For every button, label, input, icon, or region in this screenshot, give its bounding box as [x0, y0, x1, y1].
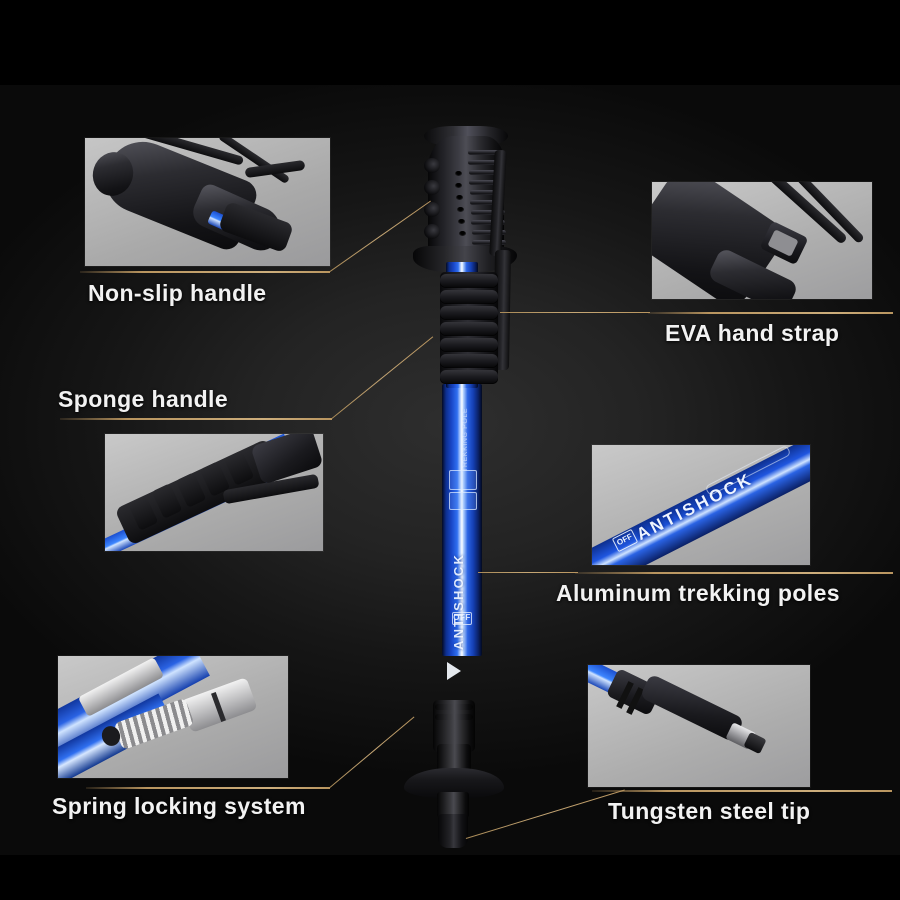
grip-ridge [468, 150, 502, 155]
grip-dimple [455, 183, 462, 188]
callout-rule-non-slip-handle [80, 271, 330, 273]
callout-rule-spring-locking-system [86, 787, 330, 789]
sponge-rib [440, 274, 498, 287]
bottom-letterbox-band [0, 855, 900, 900]
leader-line-aluminum-trekking-poles [478, 572, 578, 574]
grip-dimple [456, 195, 463, 200]
grip-ridge [469, 180, 503, 185]
caption-eva-hand-strap: EVA hand strap [665, 320, 840, 346]
sponge-rib [440, 338, 498, 351]
grip-ridge [468, 160, 502, 165]
callout-photo-aluminum-trekking-poles: ANTISHOCK OFF [592, 445, 810, 565]
callout-photo-eva-hand-strap [652, 182, 872, 299]
callout-rule-aluminum-trekking-poles [575, 572, 893, 574]
callout-rule-tungsten-steel-tip [592, 790, 892, 792]
caption-tungsten-steel-tip: Tungsten steel tip [608, 798, 811, 824]
grip-ridge [472, 230, 506, 235]
caption-non-slip-handle: Non-slip handle [88, 280, 267, 306]
caption-sponge-handle: Sponge handle [58, 386, 229, 412]
grip-dimple [458, 219, 465, 224]
shaft-fine-print: TREKKING POLE [462, 407, 469, 472]
grip-dimple [457, 207, 464, 212]
shaft-brand-text: ANTISHOCK [451, 552, 466, 650]
sponge-rib [440, 370, 498, 383]
grip-ridge [471, 220, 505, 225]
grip-dimple [455, 171, 462, 176]
caption-spring-locking-system: Spring locking system [52, 793, 306, 819]
grip-ridge [470, 200, 504, 205]
callout-rule-eva-hand-strap [648, 312, 893, 314]
shaft-direction-arrow-icon [447, 662, 461, 680]
callout-photo-tungsten-steel-tip [588, 665, 810, 787]
pole-shaft-upper [442, 384, 482, 656]
grip-finger-groove [424, 224, 440, 239]
joint-ring [435, 714, 473, 720]
leader-dot-tungsten-steel-tip [457, 833, 474, 844]
grip-finger-groove [424, 202, 440, 217]
callout-photo-sponge-handle [105, 434, 323, 551]
leader-dot-aluminum-trekking-poles [464, 567, 481, 578]
leader-line-eva-hand-strap [500, 312, 650, 314]
leader-dot-eva-hand-strap [487, 307, 504, 318]
shaft-sticker [449, 470, 477, 490]
grip-ridge [469, 170, 503, 175]
grip-dimple [459, 231, 466, 236]
leader-dot-spring-locking-system [408, 706, 425, 717]
leader-dot-non-slip-handle [423, 195, 440, 206]
shaft-sticker [449, 492, 477, 510]
caption-aluminum-trekking-poles: Aluminum trekking poles [556, 580, 840, 606]
grip-ridge [470, 190, 504, 195]
callout-photo-spring-locking-system [58, 656, 288, 778]
grip-ridge [471, 210, 505, 215]
leader-dot-sponge-handle [425, 337, 442, 348]
ferrule [437, 792, 469, 818]
shaft-off-switch-label: OFF [452, 612, 472, 625]
rubber-tip [438, 814, 468, 848]
sponge-rib [440, 306, 498, 319]
grip-finger-groove [424, 158, 440, 173]
top-letterbox-band [0, 0, 900, 85]
grip-ridge [472, 240, 506, 245]
callout-rule-sponge-handle [60, 418, 332, 420]
joint-ring [435, 704, 473, 710]
sponge-rib [440, 290, 498, 303]
grip-finger-groove [424, 180, 440, 195]
sponge-rib [440, 354, 498, 367]
callout-photo-non-slip-handle [85, 138, 330, 266]
sponge-rib [440, 322, 498, 335]
